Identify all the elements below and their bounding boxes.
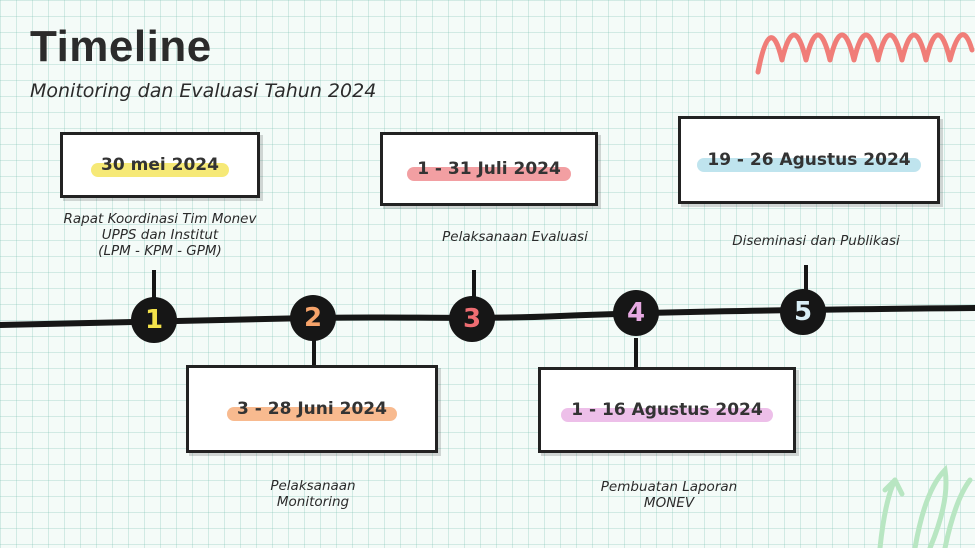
date-box-2: 3 - 28 Juni 2024: [186, 365, 438, 453]
date-highlight-2: [227, 407, 397, 421]
description-1: Rapat Koordinasi Tim Monev UPPS dan Inst…: [63, 211, 257, 259]
date-box-5: 19 - 26 Agustus 2024: [678, 116, 940, 204]
step-number-5: 5: [793, 297, 813, 327]
date-label-3: 1 - 31 Juli 2024: [407, 157, 571, 181]
description-3: Pelaksanaan Evaluasi: [442, 229, 588, 245]
zigzag-decoration: [755, 32, 975, 75]
date-box-1: 30 mei 2024: [60, 132, 260, 198]
date-highlight-5: [697, 158, 921, 172]
description-2: Pelaksanaan Monitoring: [270, 478, 356, 510]
date-box-4: 1 - 16 Agustus 2024: [538, 367, 796, 453]
page-title: Timeline: [30, 22, 212, 71]
leaf-decoration: [877, 464, 973, 548]
page-subtitle: Monitoring dan Evaluasi Tahun 2024: [30, 80, 377, 102]
date-highlight-4: [561, 408, 773, 422]
step-node-1: 1: [131, 297, 177, 343]
step-node-4: 4: [613, 290, 659, 336]
date-highlight-1: [91, 163, 229, 177]
step-number-3: 3: [462, 304, 482, 334]
step-number-4: 4: [626, 298, 646, 328]
date-highlight-3: [407, 167, 571, 181]
step-node-3: 3: [449, 296, 495, 342]
date-label-2: 3 - 28 Juni 2024: [227, 397, 397, 421]
date-label-4: 1 - 16 Agustus 2024: [561, 398, 773, 422]
date-label-1: 30 mei 2024: [91, 153, 229, 177]
date-box-3: 1 - 31 Juli 2024: [380, 132, 598, 206]
step-node-5: 5: [780, 289, 826, 335]
date-label-5: 19 - 26 Agustus 2024: [697, 148, 921, 172]
step-node-2: 2: [290, 295, 336, 341]
description-5: Diseminasi dan Publikasi: [732, 233, 900, 249]
step-number-1: 1: [144, 305, 164, 335]
step-number-2: 2: [303, 303, 323, 333]
description-4: Pembuatan Laporan MONEV: [600, 479, 738, 511]
